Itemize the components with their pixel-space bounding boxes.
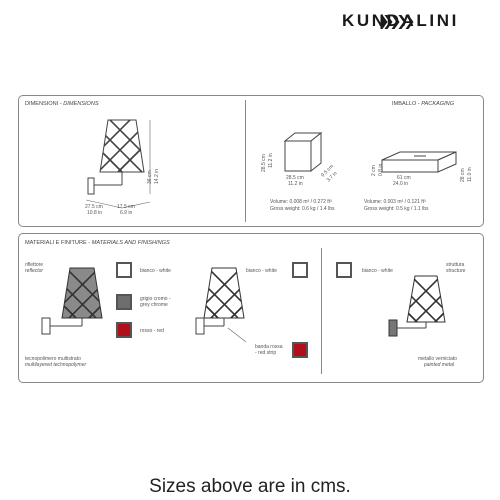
swatch-structure-white <box>336 262 352 278</box>
swatch-red-strip <box>292 342 308 358</box>
reflector-label-en: reflector <box>25 268 44 274</box>
packaging-title: IMBALLO - PACKAGING <box>392 101 455 107</box>
height-in-label: 14.2 in <box>154 168 160 184</box>
reflector-material-en: multilayered technopolymer <box>25 362 87 368</box>
package-flat-box-drawing <box>381 151 457 173</box>
box2-volume: Volume: 0.003 m³ / 0.121 ft³ <box>364 199 426 205</box>
box1-weight: Gross weight: 0.6 kg / 1.4 lbs <box>270 206 335 212</box>
structure-label-en: structure <box>446 268 466 274</box>
swatch-grey-chrome <box>116 294 132 310</box>
swatch-white <box>116 262 132 278</box>
swatch-red <box>116 322 132 338</box>
materials-panel <box>18 233 484 383</box>
panel-divider <box>245 100 246 222</box>
box2-weight: Gross weight: 0.5 kg / 1.1 lbs <box>364 206 429 212</box>
box2-depth-cm: 28 cm <box>460 168 466 182</box>
height-cm-label: 36 cm <box>147 170 153 184</box>
swatch-mid-white <box>292 262 308 278</box>
box1-volume: Volume: 0.008 m³ / 0.272 ft³ <box>270 199 332 205</box>
mid-white-label: bianco - white <box>246 268 277 274</box>
red-strip-label: banda rossa <box>255 344 283 350</box>
depth-cm-label: 27.5 cm <box>85 204 103 210</box>
structure-label: struttura <box>446 262 465 268</box>
reflector-label: riflettore <box>25 262 44 268</box>
metal-label: metallo verniciato <box>418 356 457 362</box>
dimensions-panel <box>18 95 484 227</box>
grey-lamp-drawing <box>41 267 103 335</box>
red-strip-lamp-drawing <box>195 267 247 343</box>
reflector-material: tecnopolimero multistrato <box>25 356 81 362</box>
diameter-in-label: 6.9 in <box>120 210 133 216</box>
diameter-cm-label: 17.5 cm <box>117 204 135 210</box>
package-box-drawing <box>283 131 323 173</box>
swatch-grey-label: grigio cromo - <box>140 296 171 302</box>
box2-width-in: 24.0 in <box>393 181 409 187</box>
swatch-grey-label-2: grey chrome <box>140 302 168 308</box>
swatch-white-label: bianco - white <box>140 268 171 274</box>
swatch-red-label: rosso - red <box>140 328 164 334</box>
panel-divider-2 <box>321 248 322 374</box>
right-white-label: bianco - white <box>362 268 393 274</box>
metal-label-en: painted metal <box>424 362 455 368</box>
box2-height-cm: 2 cm <box>371 165 377 176</box>
box1-height-in: 11.2 in <box>268 153 274 168</box>
box2-width-cm: 61 cm <box>397 175 411 181</box>
dimensions-title: DIMENSIONI - DIMENSIONS <box>25 101 99 107</box>
box1-width-in: 11.2 in <box>288 181 303 187</box>
materials-title: MATERIALI E FINITURE - MATERIALS AND FIN… <box>25 240 170 246</box>
box2-depth-in: 11.0 in <box>467 167 473 182</box>
box2-height-in: 0.8 in <box>378 163 384 176</box>
red-strip-label-2: - red strip <box>255 350 277 356</box>
depth-in-label: 10.8 in <box>87 210 103 216</box>
box1-width-cm: 28.5 cm <box>286 175 304 181</box>
lamp-dimension-drawing <box>85 119 151 209</box>
brand-name: KUNDALINI <box>342 11 459 30</box>
box1-height-cm: 28.5 cm <box>261 154 267 172</box>
kundalini-logo-icon <box>380 15 414 29</box>
footer-note: Sizes above are in cms. <box>149 476 351 497</box>
structure-lamp-drawing <box>388 275 446 337</box>
